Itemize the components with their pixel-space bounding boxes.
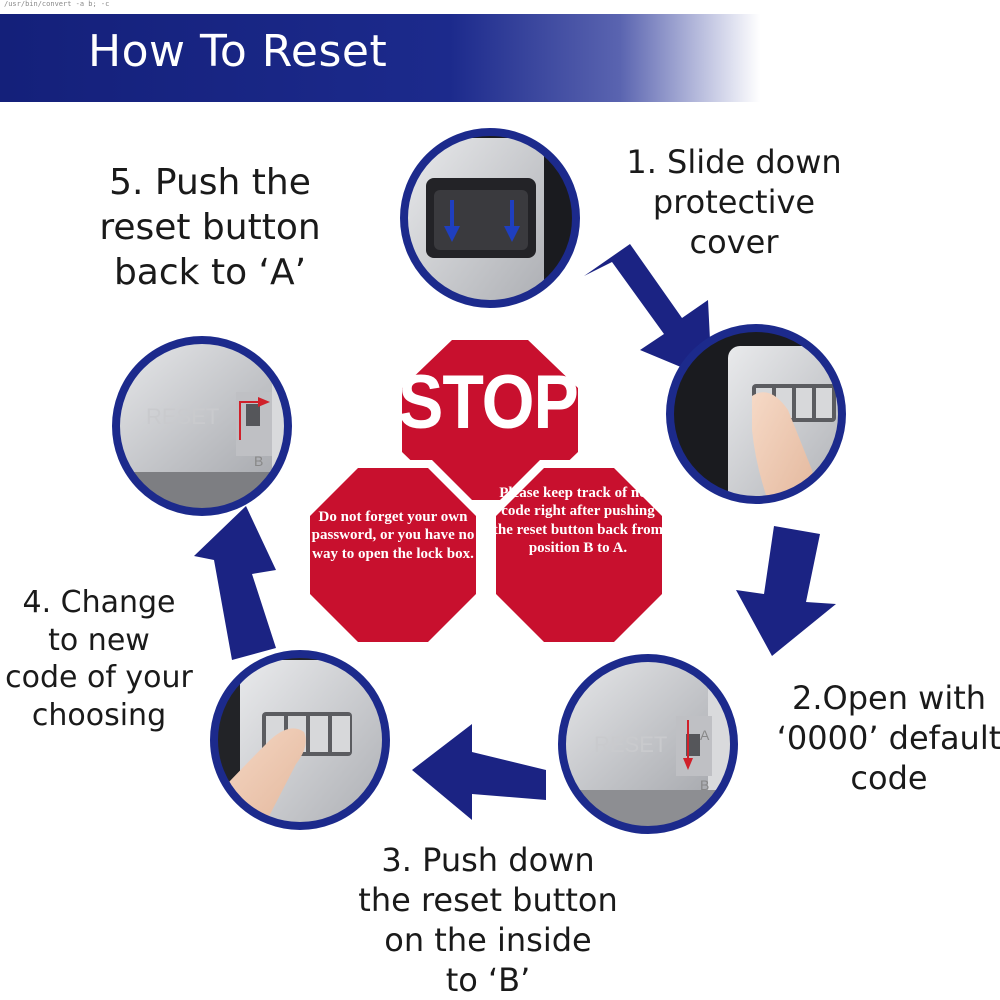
step-2-caption: 2.Open with ‘0000’ default code — [770, 678, 1000, 798]
step-1-line-3: cover — [689, 223, 779, 261]
step-4-line-4: choosing — [31, 697, 167, 733]
step-1-line-1: 1. Slide down — [626, 143, 842, 181]
photo-open-code — [666, 324, 846, 504]
photo-push-down-b: RESET A B — [558, 654, 738, 834]
step-1-line-2: protective — [652, 183, 816, 221]
step-4-line-1: 4. Change — [22, 585, 176, 620]
photo-slide-cover — [400, 128, 580, 308]
photo-change-code — [210, 650, 390, 830]
arrow-4-to-5 — [194, 506, 276, 660]
step-3-line-2: the reset button — [358, 881, 618, 919]
step-3-line-1: 3. Push down — [381, 841, 595, 879]
page-title: How To Reset — [88, 26, 388, 77]
step-5-line-2: reset button — [99, 207, 321, 248]
step-4-line-2: to new — [48, 622, 150, 658]
step-3-caption: 3. Push down the reset button on the ins… — [348, 840, 628, 1000]
step-5-caption: 5. Push the reset button back to ‘A’ — [78, 160, 342, 295]
arrow-2-to-3 — [736, 526, 836, 656]
pos-b-label-5: B — [254, 453, 263, 469]
pos-b-label-2: B — [700, 777, 709, 793]
stop-sign-right — [488, 460, 670, 650]
file-path-text: /usr/bin/convert -a b; -c — [4, 0, 110, 8]
stop-left-warning: Do not forget your own password, or you … — [311, 509, 475, 562]
step-5-line-1: 5. Push the — [109, 162, 311, 203]
stop-sign-left — [302, 460, 484, 650]
reset-label-2: RESET — [594, 732, 667, 757]
stop-right-warning: Please keep track of new code right afte… — [492, 485, 664, 556]
stop-word: STOP — [398, 359, 579, 445]
step-2-line-2: ‘0000’ default — [776, 719, 1000, 757]
step-2-line-3: code — [850, 759, 928, 797]
step-4-line-3: code of your — [5, 660, 193, 695]
arrow-3-to-4 — [412, 724, 546, 820]
step-3-line-4: to ‘B’ — [445, 961, 531, 999]
step-3-line-3: on the inside — [384, 921, 592, 959]
reset-label-5: RESET — [146, 404, 219, 429]
step-1-caption: 1. Slide down protective cover — [596, 142, 872, 262]
arrow-1-to-2 — [584, 244, 712, 380]
pos-a-label-2: A — [700, 727, 710, 743]
step-5-line-3: back to ‘A’ — [113, 252, 307, 293]
photo-push-back-a: RESET B — [112, 336, 292, 516]
title-banner: How To Reset — [0, 14, 1000, 102]
step-4-caption: 4. Change to new code of your choosing — [0, 584, 202, 734]
step-2-line-1: 2.Open with — [791, 679, 987, 717]
